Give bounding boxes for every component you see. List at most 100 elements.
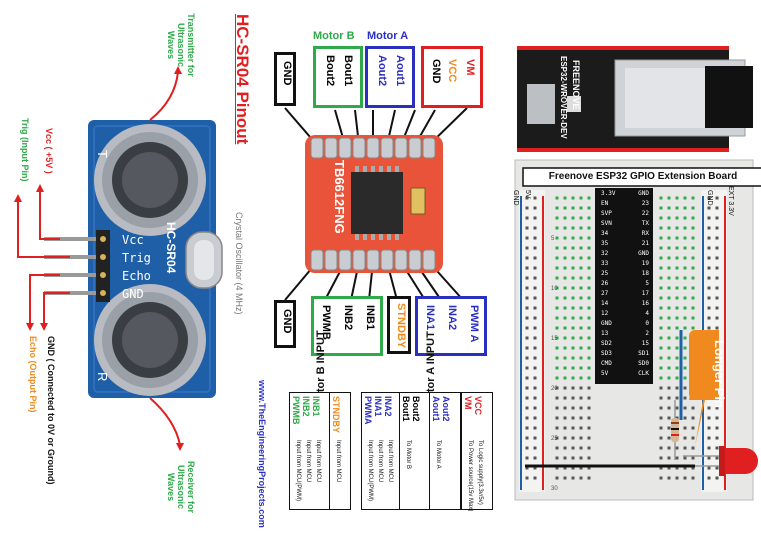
legend-pin: Bout1 <box>401 396 411 422</box>
brand-text: FREENOVE <box>571 60 581 110</box>
row-number: 5 <box>551 236 555 242</box>
motor-b-input-box: PWMB INB2 INB1 <box>311 296 383 356</box>
tb6612-panel: TB6612FNG GND Motor B Motor A Bout2 Bout… <box>255 0 505 538</box>
gpio-pin-label: SD1 <box>638 350 649 357</box>
legend-desc: Input from MCU <box>305 440 311 483</box>
legend-pin: STNDBY <box>331 396 341 434</box>
gpio-pin-label: GND <box>601 320 612 327</box>
module-text: ESP32-WROVER-DEV <box>559 56 568 139</box>
gpio-pin-label: TX <box>641 220 649 227</box>
legend-desc: Input from MCU <box>315 440 321 483</box>
gpio-pin-label: 14 <box>601 300 609 307</box>
gpio-pin-label: 27 <box>601 290 609 297</box>
legend-group <box>429 392 461 510</box>
header-pins <box>44 230 110 302</box>
bottom-pads <box>310 249 436 271</box>
gpio-pin-label: 34 <box>601 230 609 237</box>
motor-b-label: Motor B <box>313 30 355 42</box>
legend-group <box>461 392 493 510</box>
row-number: 20 <box>551 386 558 392</box>
extension-board-title-bar <box>522 167 761 187</box>
motor-a-box: Aout2 Aout1 <box>365 46 415 108</box>
legend-pin: Aout2 <box>441 396 451 422</box>
legend-desc: Input from MCU(PWM) <box>295 440 301 502</box>
gpio-pin-label: 4 <box>645 310 649 317</box>
pwma-label: PWM A <box>468 305 480 343</box>
row-number: 30 <box>551 486 558 492</box>
tb6612-chip <box>351 172 403 234</box>
chip-label: TB6612FNG <box>332 160 347 234</box>
gpio-pin-label: CMD <box>601 360 612 367</box>
gpio-pin-label: SD0 <box>638 360 649 367</box>
t-label: T <box>95 150 110 158</box>
gpio-pin-label: GND <box>638 190 649 197</box>
hcsr04-diagram: T R <box>14 66 223 451</box>
legend-pin: PWMA <box>363 396 373 425</box>
vcc-note: Vcc ( +5V ) <box>44 128 54 174</box>
gpio-pin-label: 21 <box>641 240 649 247</box>
gpio-pin-label: 15 <box>641 340 649 347</box>
gpio-pin-label: 12 <box>601 310 609 317</box>
left-power-rail <box>519 190 545 492</box>
gpio-pin-label: 35 <box>601 240 609 247</box>
gpio-pin-label: 23 <box>641 200 649 207</box>
power-box: GND VCC VM <box>421 46 483 108</box>
hcsr04-title: HC-SR04 Pinout <box>233 14 252 145</box>
gpio-pin-label: 17 <box>641 290 649 297</box>
echo-note: Echo (Output Pin) <box>28 336 38 413</box>
power-vm-label: VM <box>464 59 476 76</box>
gpio-pin-label: 22 <box>641 210 649 217</box>
extension-board-title: Freenove ESP32 GPIO Extension Board <box>548 171 738 182</box>
legend-pin: Aout1 <box>431 396 441 422</box>
stndby-label: STNDBY <box>395 303 407 349</box>
power-gnd-label: GND <box>430 59 442 84</box>
legend-desc: To Motor B <box>405 440 411 470</box>
legend-pin: INA1 <box>373 396 383 417</box>
crystal-oscillator <box>185 231 223 289</box>
gnd-note: GND ( Connected to 0V or Ground) <box>46 336 56 485</box>
gpio-pin-label: 3.3V <box>601 190 616 197</box>
website-link[interactable]: www.TheEngineeringProjects.com <box>257 380 267 528</box>
receiver-note: Receiver for Ultrasonic Waves <box>166 460 196 514</box>
bout2-label: Bout2 <box>324 55 336 87</box>
transmitter-note: Transmitter for Ultrasonic Waves <box>166 13 196 77</box>
legend-pin: INB1 <box>311 396 321 417</box>
gpio-pin-label: 2 <box>645 330 649 337</box>
legend-group <box>329 392 351 510</box>
legend-desc: Input from MCU <box>335 440 341 483</box>
power-vcc-label: VCC <box>446 59 458 83</box>
longer-pin-callout: Longer Pin <box>712 340 727 408</box>
ina2-label: INA2 <box>446 305 458 331</box>
r-label: R <box>95 372 110 381</box>
pin-labels: Vcc Trig Echo GND <box>122 231 151 303</box>
gpio-pin-label: CLK <box>638 370 649 377</box>
bout1-label: Bout1 <box>342 55 354 87</box>
pin-label-echo: Echo <box>122 269 151 283</box>
gpio-pin-label: SVN <box>601 220 612 227</box>
top-gnd-label: GND <box>281 61 293 86</box>
gpio-pin-label: 33 <box>601 260 609 267</box>
legend-desc: Input from MCU <box>387 440 393 483</box>
inb2-label: INB2 <box>342 305 354 331</box>
aout2-label: Aout2 <box>376 55 388 87</box>
bottom-gnd-label: GND <box>281 309 293 334</box>
rail-left-5v: 5V <box>524 190 531 199</box>
top-pads <box>310 137 436 159</box>
gpio-pin-label: 32 <box>601 250 609 257</box>
pin-label-vcc: Vcc <box>122 233 144 247</box>
legend-pin: VM <box>463 396 473 410</box>
legend-desc: Input from MCU(PWM) <box>367 440 373 502</box>
legend-pin: INA2 <box>383 396 393 417</box>
row-number: 25 <box>551 436 558 442</box>
led <box>683 446 758 476</box>
motor-a-label: Motor A <box>367 30 409 42</box>
gpio-pin-label: GND <box>638 250 649 257</box>
aout1-label: Aout1 <box>394 55 406 87</box>
rail-right-ext: EXT 3.3V <box>727 186 734 216</box>
gpio-pin-label: 26 <box>601 280 609 287</box>
legend-desc: To Power source(15v Max) <box>467 440 473 512</box>
gpio-pin-label: 19 <box>641 260 649 267</box>
gpio-pin-label: 16 <box>641 300 649 307</box>
crystal-note: Crystal Oscillator (4 MHz) <box>234 212 244 315</box>
gpio-pin-label: 0 <box>645 320 649 327</box>
